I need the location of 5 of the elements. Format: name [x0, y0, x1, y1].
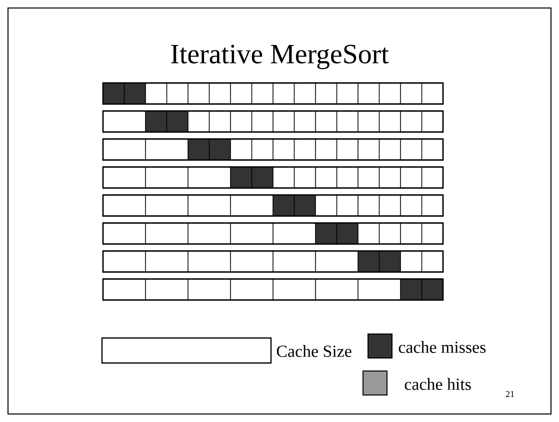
legend-label: Cache Size — [276, 345, 352, 357]
legend-label: cache misses — [398, 341, 486, 353]
legend-label: cache hits — [404, 378, 471, 390]
page-number: 21 — [506, 391, 514, 397]
title: Iterative MergeSort — [171, 44, 389, 70]
